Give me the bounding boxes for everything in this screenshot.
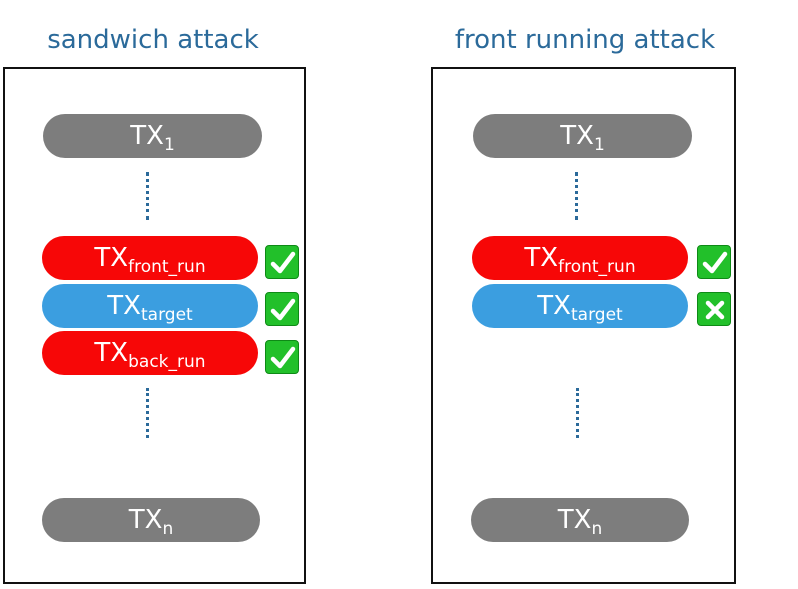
tx-label-base: TX <box>537 291 571 321</box>
ellipsis-dots <box>146 388 149 438</box>
check-mark-icon <box>265 245 299 279</box>
check-mark-icon <box>697 245 731 279</box>
check-mark-icon <box>265 340 299 374</box>
ellipsis-dots <box>575 172 578 220</box>
tx-target: TXtarget <box>472 284 688 328</box>
tx-first: TX1 <box>473 114 692 158</box>
tx-label-base: TX <box>130 121 164 151</box>
tx-label-base: TX <box>107 291 141 321</box>
tx-label-sub: front_run <box>558 257 636 277</box>
tx-label-base: TX <box>557 505 592 535</box>
tx-label-sub: n <box>591 519 603 539</box>
tx-back-run: TXback_run <box>42 331 258 375</box>
tx-label-base: TX <box>524 243 559 273</box>
tx-label-base: TX <box>560 121 594 151</box>
tx-label-base: TX <box>128 505 163 535</box>
tx-last: TXn <box>42 498 260 542</box>
cross-mark-icon <box>697 292 731 326</box>
tx-label-base: TX <box>94 338 129 368</box>
tx-label-sub: 1 <box>593 135 605 155</box>
tx-front-run: TXfront_run <box>42 236 258 280</box>
tx-label-sub: target <box>571 305 623 325</box>
tx-label-base: TX <box>94 243 129 273</box>
tx-label-sub: target <box>141 305 193 325</box>
check-mark-icon <box>265 292 299 326</box>
tx-first: TX1 <box>43 114 262 158</box>
front-running-attack-title: front running attack <box>454 25 716 55</box>
tx-label-sub: back_run <box>128 352 206 372</box>
tx-label-sub: 1 <box>163 135 175 155</box>
sandwich-attack-title: sandwich attack <box>47 25 259 55</box>
tx-label-sub: front_run <box>128 257 206 277</box>
tx-last: TXn <box>471 498 689 542</box>
tx-label-sub: n <box>162 519 174 539</box>
tx-target: TXtarget <box>42 284 258 328</box>
tx-front-run: TXfront_run <box>472 236 688 280</box>
ellipsis-dots <box>146 172 149 220</box>
ellipsis-dots <box>576 388 579 438</box>
